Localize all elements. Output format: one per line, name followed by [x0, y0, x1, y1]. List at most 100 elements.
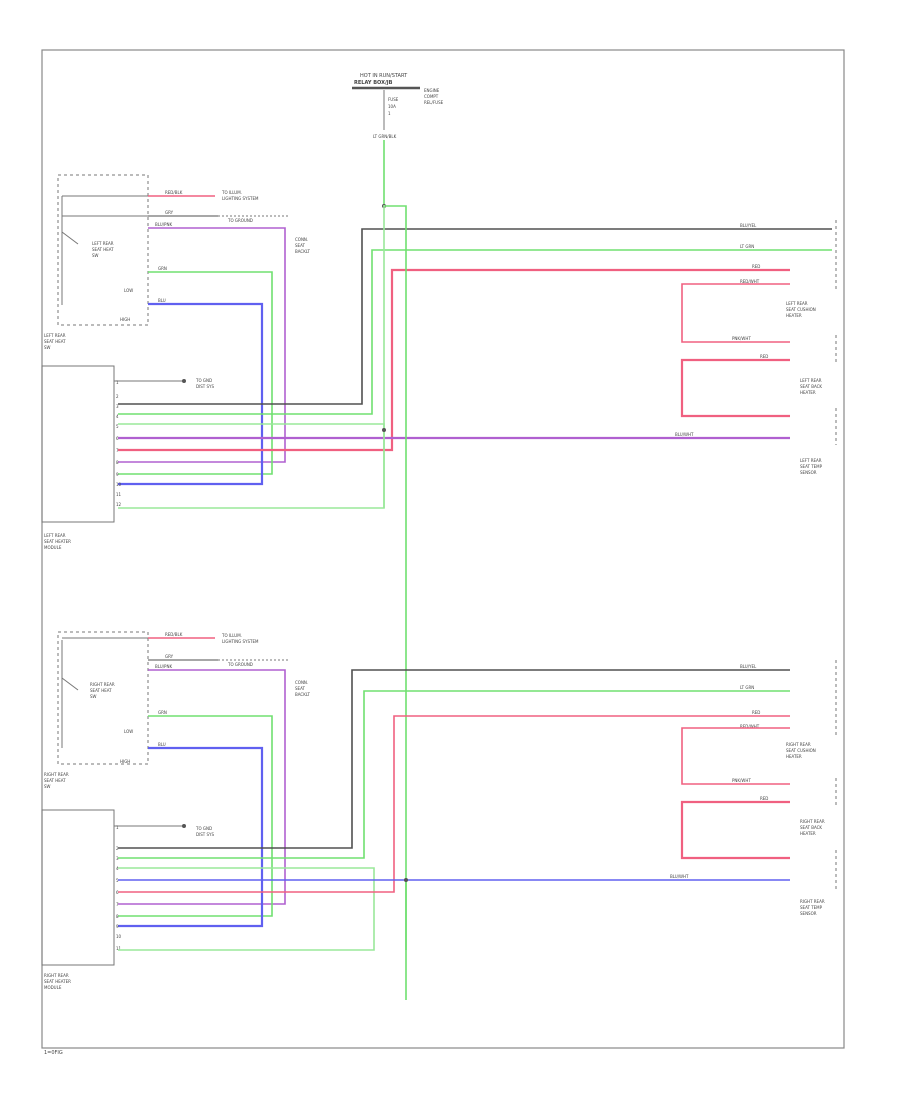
right-wire-blu-yel: BLU/YEL [740, 664, 757, 669]
right-wire-red-wht: RED/WHT [740, 724, 760, 729]
right-wire-blu-wht: BLU/WHT [670, 874, 689, 879]
fuse-line-1: FUSE [388, 97, 399, 102]
right-back-label-3: HEATER [800, 831, 816, 836]
left-pin: 5 [116, 424, 119, 429]
right-switch-box [57, 631, 149, 765]
right-wire-red: RED [752, 710, 760, 715]
right-seat-heat-sw-label-3: SW [44, 784, 51, 789]
left-wire-red-wht: RED/WHT [740, 279, 760, 284]
left-wire-gry: GRY [165, 210, 174, 215]
left-to-lighting-2: LIGHTING SYSTEM [222, 196, 259, 201]
right-section: RIGHT REAR SEAT HEAT SW LOW HIGH RIGHT R… [41, 631, 837, 990]
left-to-lighting-1: TO ILLUM. [221, 190, 242, 195]
right-sensor-label-2: SEAT TEMP [800, 905, 823, 910]
left-wire-blu-yel: BLU/YEL [740, 223, 757, 228]
right-to-lighting-1: TO ILLUM. [221, 633, 242, 638]
left-module-box [41, 365, 115, 523]
left-cushion-label-2: SEAT CUSHION [786, 307, 816, 312]
left-sensor-label-3: SENSOR [800, 470, 817, 475]
right-connector-label-2: SEAT [295, 686, 305, 691]
left-back-label-1: LEFT REAR [800, 378, 822, 383]
right-switch-label-1: RIGHT REAR [90, 682, 115, 687]
left-cushion-label-3: HEATER [786, 313, 802, 318]
power-wire-label: LT GRN/BLK [373, 134, 397, 139]
left-seat-heat-sw-label-2: SEAT HEAT [44, 339, 66, 344]
left-pin: 7 [116, 448, 119, 453]
right-wire-pnk-wht: PNK/WHT [732, 778, 751, 783]
right-switch-terminal-low: LOW [124, 729, 133, 734]
right-to-lighting-2: LIGHTING SYSTEM [222, 639, 259, 644]
right-cushion-label-3: HEATER [786, 754, 802, 759]
left-seat-heat-sw-label-1: LEFT REAR [44, 333, 66, 338]
right-module-label-3: MODULE [44, 985, 62, 990]
right-pin: 7 [116, 902, 119, 907]
left-switch-label-1: LEFT REAR [92, 241, 114, 246]
side-note-2: COMPT [424, 94, 439, 99]
right-cushion-label-2: SEAT CUSHION [786, 748, 816, 753]
right-sensor-label-1: RIGHT REAR [800, 899, 825, 904]
left-section: LEFT REAR SEAT HEAT SW LOW HIGH LEFT REA… [41, 174, 837, 1000]
right-wire-lt-grn: LT GRN [740, 685, 754, 690]
left-module-label-3: MODULE [44, 545, 62, 550]
left-pin: 3 [116, 404, 119, 409]
right-switch-label-3: SW [90, 694, 97, 699]
left-connector-label-3: BACKLT [295, 249, 311, 254]
right-back-label-1: RIGHT REAR [800, 819, 825, 824]
right-pin: 5 [116, 878, 119, 883]
power-source: HOT IN RUN/START RELAY BOX/JB FUSE 10A 1… [352, 73, 444, 208]
left-pin: 10 [116, 482, 122, 487]
right-pin: 11 [116, 946, 122, 951]
left-pin: 11 [116, 492, 122, 497]
left-wire-blu-pnk: BLU/PNK [155, 222, 172, 227]
right-module-pins: 1 2 3 4 5 6 7 8 9 10 11 [116, 825, 122, 951]
right-switch-label-2: SEAT HEAT [90, 688, 112, 693]
right-sensor-label-3: SENSOR [800, 911, 817, 916]
left-connector-label-2: SEAT [295, 243, 305, 248]
right-module-label-1: RIGHT REAR [44, 973, 69, 978]
right-connector-label-1: CONN. [295, 680, 308, 685]
left-pin: 1 [116, 380, 119, 385]
right-connector-label-3: BACKLT [295, 692, 311, 697]
right-switch-terminal-high: HIGH [120, 759, 130, 764]
right-cushion-label-1: RIGHT REAR [786, 742, 811, 747]
left-pin: 8 [116, 460, 119, 465]
left-sensor-label-2: SEAT TEMP [800, 464, 823, 469]
left-module-label-1: LEFT REAR [44, 533, 66, 538]
left-pin: 12 [116, 502, 122, 507]
right-wire-red-blk: RED/BLK [165, 632, 183, 637]
left-switch-label-2: SEAT HEAT [92, 247, 114, 252]
left-module-pins: 1 2 3 4 5 6 7 8 9 10 11 12 [116, 380, 122, 507]
side-note-3: REL/FUSE [424, 100, 444, 105]
right-module-ground-2: DIST SYS [196, 832, 214, 837]
right-wire-red-2: RED [760, 796, 768, 801]
left-switch-label-3: SW [92, 253, 99, 258]
left-wire-red-blk: RED/BLK [165, 190, 183, 195]
page-footer: 1=0FIG [44, 1050, 63, 1056]
right-wire-blu-pnk: BLU/PNK [155, 664, 172, 669]
left-pin: 9 [116, 472, 119, 477]
right-pin: 9 [116, 924, 119, 929]
left-wire-red: RED [752, 264, 760, 269]
left-seat-heat-sw-label-3: SW [44, 345, 51, 350]
left-sensor-label-1: LEFT REAR [800, 458, 822, 463]
left-switch-terminal-high: HIGH [120, 317, 130, 322]
diagram-frame [41, 49, 845, 1049]
right-pin: 2 [116, 846, 119, 851]
left-wire-pnk-wht: PNK/WHT [732, 336, 751, 341]
power-source-subtitle: RELAY BOX/JB [354, 80, 393, 86]
right-pin: 10 [116, 934, 122, 939]
right-pin: 8 [116, 914, 119, 919]
right-wire-blu: BLU [158, 742, 166, 747]
left-cushion-label-1: LEFT REAR [786, 301, 808, 306]
left-back-label-3: HEATER [800, 390, 816, 395]
right-pin: 3 [116, 856, 119, 861]
left-switch-terminal-low: LOW [124, 288, 133, 293]
fuse-line-2: 10A [388, 104, 396, 109]
right-module-label-2: SEAT HEATER [44, 979, 71, 984]
left-module-label-2: SEAT HEATER [44, 539, 71, 544]
right-back-label-2: SEAT BACK [800, 825, 822, 830]
right-module-ground-1: TO GND [195, 826, 212, 831]
left-switch-box [57, 174, 149, 326]
right-to-ground-1: TO GROUND [227, 662, 253, 667]
